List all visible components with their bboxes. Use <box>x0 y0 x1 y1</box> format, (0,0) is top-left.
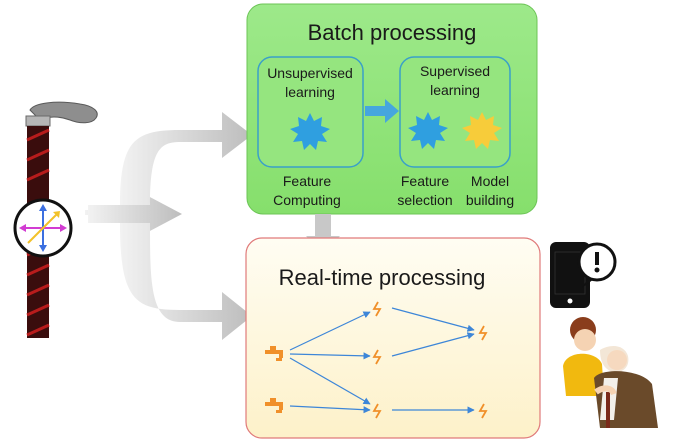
batch-inner-arrow <box>365 99 399 123</box>
supervised-label-line1: Supervised <box>420 63 490 79</box>
processing-node-icon <box>372 301 488 419</box>
blue-gear-icon <box>408 112 448 149</box>
model-building-line2: building <box>466 192 514 208</box>
blue-gear-icon <box>290 113 330 150</box>
batch-processing-title: Batch processing <box>308 20 477 45</box>
feature-computing-line1: Feature <box>283 173 331 189</box>
realtime-flow-edges <box>289 307 475 414</box>
feature-selection-line2: selection <box>397 192 452 208</box>
feature-selection-line1: Feature <box>401 173 449 189</box>
feature-computing-line2: Computing <box>273 192 341 208</box>
batch-processing-panel: Batch processing Unsupervised learning S… <box>246 3 538 215</box>
realtime-processing-panel: Real-time processing <box>245 237 541 439</box>
supervised-label-line2: learning <box>430 82 480 98</box>
data-flow-arrows <box>85 112 252 340</box>
yellow-gear-icon <box>462 112 502 149</box>
source-tap-icon <box>265 398 283 413</box>
source-tap-icon <box>265 346 283 361</box>
realtime-processing-title: Real-time processing <box>279 265 486 290</box>
unsupervised-learning-box <box>257 56 364 168</box>
unsupervised-label-line1: Unsupervised <box>267 65 353 81</box>
smartphone-alert-icon <box>550 242 617 308</box>
caregiver-elderly-illustration <box>563 317 658 428</box>
model-building-line1: Model <box>471 173 509 189</box>
sensor-axes-icon <box>13 198 73 258</box>
unsupervised-label-line2: learning <box>285 84 335 100</box>
